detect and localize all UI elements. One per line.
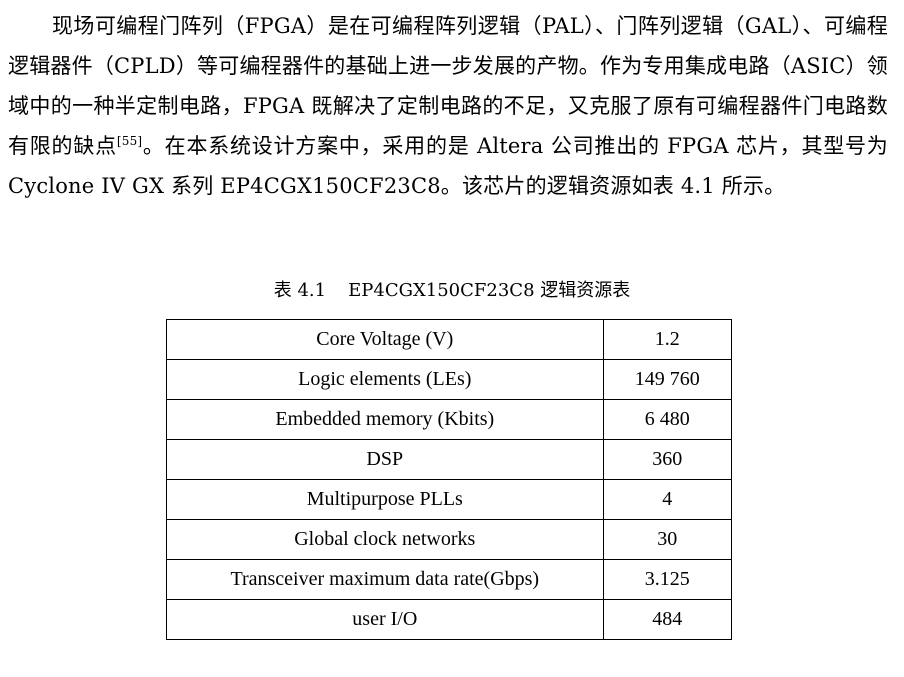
param-cell: Multipurpose PLLs bbox=[166, 479, 604, 520]
table-row: Global clock networks 30 bbox=[166, 519, 733, 560]
param-cell: Core Voltage (V) bbox=[166, 319, 604, 360]
paragraph-text-part1: 现场可编程门阵列（FPGA）是在可编程阵列逻辑（PAL）、门阵列逻辑（GAL）、… bbox=[8, 14, 888, 158]
paragraph-text-part2: 。在本系统设计方案中，采用的是 Altera 公司推出的 FPGA 芯片，其型号… bbox=[8, 134, 888, 198]
table-row: Logic elements (LEs) 149 760 bbox=[166, 359, 733, 400]
value-cell: 6 480 bbox=[602, 399, 733, 440]
table-row: user I/O 484 bbox=[166, 599, 733, 640]
param-cell: Embedded memory (Kbits) bbox=[166, 399, 604, 440]
table-caption: 表 4.1 EP4CGX150CF23C8 逻辑资源表 bbox=[0, 277, 904, 305]
table-row: Transceiver maximum data rate(Gbps) 3.12… bbox=[166, 559, 733, 600]
table-row: Embedded memory (Kbits) 6 480 bbox=[166, 399, 733, 440]
table-caption-title: EP4CGX150CF23C8 逻辑资源表 bbox=[348, 280, 631, 301]
value-cell: 4 bbox=[602, 479, 733, 520]
param-cell: Transceiver maximum data rate(Gbps) bbox=[166, 559, 604, 600]
value-cell: 1.2 bbox=[602, 319, 733, 360]
param-cell: Global clock networks bbox=[166, 519, 604, 560]
body-paragraph: 现场可编程门阵列（FPGA）是在可编程阵列逻辑（PAL）、门阵列逻辑（GAL）、… bbox=[8, 6, 888, 206]
param-cell: DSP bbox=[166, 439, 604, 480]
logic-resource-table: Core Voltage (V) 1.2 Logic elements (LEs… bbox=[166, 319, 733, 640]
value-cell: 30 bbox=[602, 519, 733, 560]
table-caption-number: 表 4.1 bbox=[273, 280, 327, 301]
value-cell: 149 760 bbox=[602, 359, 733, 400]
value-cell: 3.125 bbox=[602, 559, 733, 600]
table-row: Core Voltage (V) 1.2 bbox=[166, 319, 733, 360]
value-cell: 360 bbox=[602, 439, 733, 480]
table-row: DSP 360 bbox=[166, 439, 733, 480]
value-cell: 484 bbox=[602, 599, 733, 640]
citation-ref: [55] bbox=[116, 134, 143, 148]
param-cell: Logic elements (LEs) bbox=[166, 359, 604, 400]
table-row: Multipurpose PLLs 4 bbox=[166, 479, 733, 520]
param-cell: user I/O bbox=[166, 599, 604, 640]
